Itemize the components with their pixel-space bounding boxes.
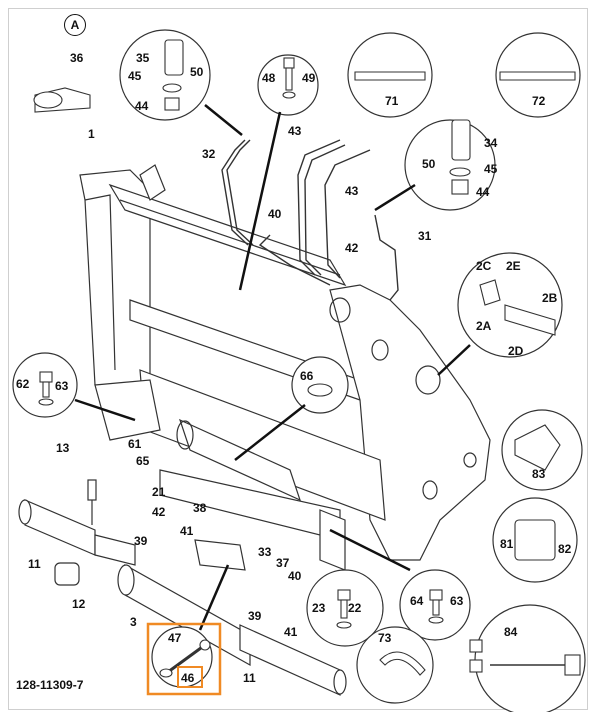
label-42a: 42 (345, 241, 359, 255)
label-44b: 44 (476, 185, 490, 199)
label-42b: 42 (152, 505, 166, 519)
label-2B: 2B (542, 291, 558, 305)
label-39a: 39 (134, 534, 148, 548)
detail-parts (33, 39, 581, 678)
quick-hitch-frame (79, 164, 491, 571)
label-50a: 50 (190, 65, 204, 79)
label-50b: 50 (422, 157, 436, 171)
label-62: 62 (16, 377, 30, 391)
label-2E: 2E (506, 259, 521, 273)
label-48: 48 (262, 71, 276, 85)
label-1: 1 (88, 127, 95, 141)
label-44a: 44 (135, 99, 149, 113)
label-43b: 43 (345, 184, 359, 198)
label-2D: 2D (508, 344, 524, 358)
label-82: 82 (558, 542, 572, 556)
label-73: 73 (378, 631, 392, 645)
hoses (221, 139, 399, 301)
label-36: 36 (70, 51, 84, 65)
label-71: 71 (385, 94, 399, 108)
label-38: 38 (193, 501, 207, 515)
label-39b: 39 (248, 609, 262, 623)
label-40a: 40 (268, 207, 282, 221)
label-12: 12 (72, 597, 86, 611)
label-72: 72 (532, 94, 546, 108)
label-2C: 2C (476, 259, 492, 273)
label-61: 61 (128, 437, 142, 451)
label-3: 3 (130, 615, 137, 629)
label-37: 37 (276, 556, 290, 570)
label-34: 34 (484, 136, 498, 150)
label-46: 46 (181, 671, 195, 685)
label-11b: 11 (243, 671, 256, 685)
label-45b: 45 (484, 162, 498, 176)
highlight-box (146, 622, 222, 696)
label-33: 33 (258, 545, 272, 559)
label-32: 32 (202, 147, 216, 161)
label-65: 65 (136, 454, 150, 468)
label-63a: 63 (55, 379, 69, 393)
label-11a: 11 (28, 557, 41, 571)
highlight-label-box (177, 666, 203, 688)
leader-lines (74, 104, 471, 631)
label-13: 13 (56, 441, 70, 455)
label-63b: 63 (450, 594, 464, 608)
label-2A: 2A (476, 319, 492, 333)
label-41b: 41 (284, 625, 298, 639)
label-21: 21 (152, 485, 166, 499)
label-66: 66 (300, 369, 314, 383)
label-49: 49 (302, 71, 316, 85)
label-22: 22 (348, 601, 362, 615)
label-31: 31 (418, 229, 432, 243)
label-64: 64 (410, 594, 424, 608)
drawing-number: 128-11309-7 (16, 678, 84, 692)
label-83: 83 (532, 467, 546, 481)
label-47: 47 (168, 631, 182, 645)
label-45a: 45 (128, 69, 142, 83)
label-84: 84 (504, 625, 518, 639)
label-43a: 43 (288, 124, 302, 138)
diagram-border (8, 8, 588, 710)
callout-labels: 36 35 45 50 44 48 49 71 72 1 32 43 43 34… (16, 51, 572, 685)
label-41a: 41 (180, 524, 194, 538)
label-23: 23 (312, 601, 326, 615)
label-81: 81 (500, 537, 514, 551)
section-badge: A (64, 14, 86, 36)
label-40b: 40 (288, 569, 302, 583)
label-35: 35 (136, 51, 150, 65)
